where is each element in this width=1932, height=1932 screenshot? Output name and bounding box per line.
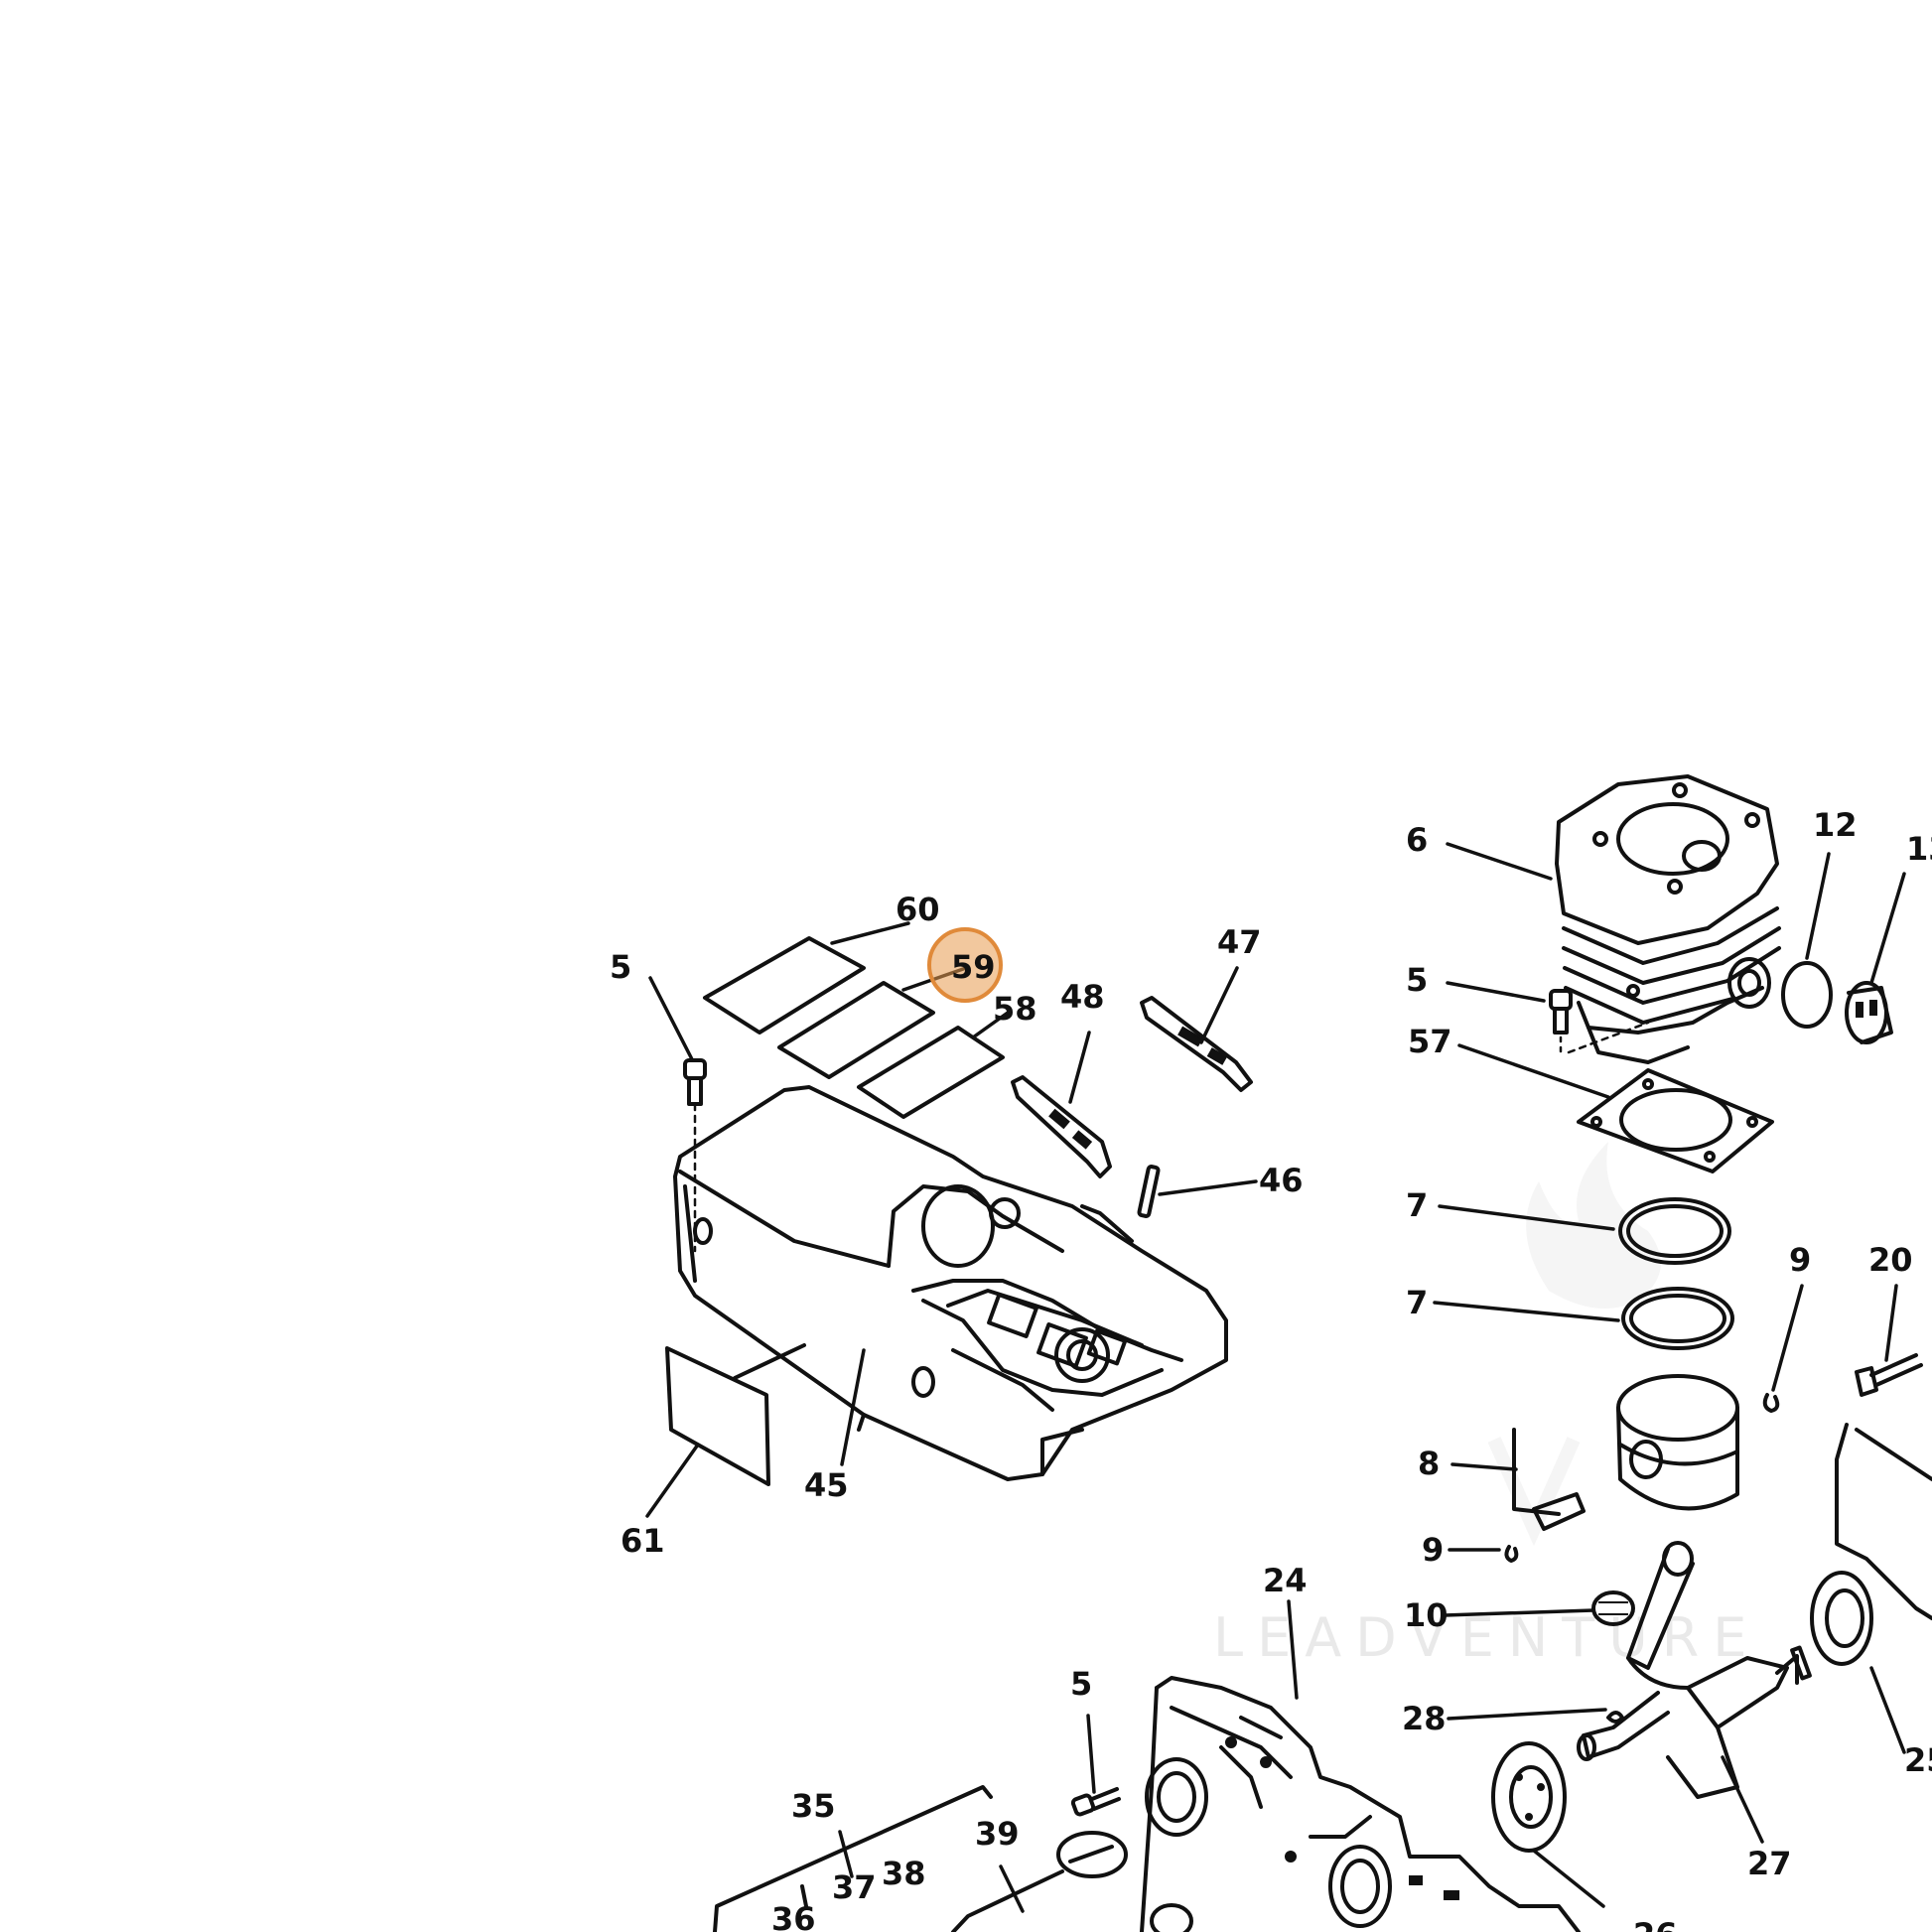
bearing-26	[1491, 1741, 1567, 1853]
callout-5-bottom[interactable]: 5	[1070, 1665, 1092, 1703]
callout-45[interactable]: 45	[804, 1466, 849, 1504]
callout-25[interactable]: 25	[1904, 1741, 1932, 1779]
callout-48[interactable]: 48	[1060, 978, 1105, 1016]
callout-37[interactable]: 37	[832, 1868, 877, 1906]
callout-59[interactable]: 59	[951, 948, 996, 986]
part-13	[1845, 981, 1893, 1044]
gasket-61	[665, 1343, 806, 1486]
callout-7-upper[interactable]: 7	[1406, 1186, 1428, 1224]
screw-5-bottom	[1070, 1787, 1121, 1817]
bracket-46	[1080, 1165, 1161, 1243]
crankshaft-27	[1577, 1541, 1812, 1799]
callout-57[interactable]: 57	[1408, 1023, 1452, 1060]
callout-5-right[interactable]: 5	[1406, 961, 1428, 999]
piston-8	[1512, 1374, 1739, 1531]
gasket-57	[1577, 1068, 1774, 1173]
filter-sheets	[703, 936, 1005, 1119]
oil-cap-39	[951, 1831, 1128, 1932]
bar-48	[1011, 1075, 1112, 1178]
bolt-20	[1855, 1353, 1923, 1397]
callout-38[interactable]: 38	[882, 1855, 926, 1892]
callout-10[interactable]: 10	[1404, 1596, 1449, 1634]
callout-7-lower[interactable]: 7	[1406, 1284, 1428, 1321]
callout-60[interactable]: 60	[896, 891, 940, 928]
callout-5-left[interactable]: 5	[610, 948, 631, 986]
callout-12[interactable]: 12	[1813, 806, 1858, 844]
callout-61[interactable]: 61	[621, 1522, 665, 1560]
o-ring-12	[1781, 961, 1833, 1029]
bearing-10	[1591, 1590, 1635, 1626]
callout-46[interactable]: 46	[1259, 1162, 1304, 1199]
callout-28[interactable]: 28	[1402, 1700, 1447, 1737]
crankcase-right-edge	[1835, 1423, 1932, 1620]
callout-20[interactable]: 20	[1868, 1241, 1913, 1279]
callout-36[interactable]: 36	[771, 1900, 816, 1932]
crankcase-24	[1140, 1676, 1581, 1932]
watermark-text: LEADVENTURE	[1213, 1606, 1760, 1669]
bearing-25	[1810, 1571, 1873, 1666]
callout-13[interactable]: 13	[1906, 830, 1932, 868]
cylinder-6	[1555, 774, 1781, 1064]
callout-6[interactable]: 6	[1406, 821, 1428, 859]
callout-27[interactable]: 27	[1747, 1845, 1792, 1882]
piston-rings-7	[1618, 1197, 1734, 1350]
callout-8[interactable]: 8	[1418, 1445, 1440, 1482]
highlight-marker[interactable]	[927, 927, 1003, 1003]
callout-9-lower[interactable]: 9	[1422, 1531, 1444, 1569]
air-filter-housing	[673, 1085, 1228, 1481]
leader-lines	[645, 842, 1906, 1913]
callout-26[interactable]: 26	[1633, 1916, 1678, 1932]
callout-39[interactable]: 39	[975, 1815, 1020, 1853]
callout-58[interactable]: 58	[993, 990, 1037, 1028]
bar-47	[1140, 996, 1253, 1092]
callout-47[interactable]: 47	[1217, 923, 1262, 961]
screw-5-right	[1549, 989, 1650, 1054]
clips-9	[1504, 1393, 1780, 1563]
callout-35[interactable]: 35	[791, 1787, 836, 1825]
callout-24[interactable]: 24	[1263, 1562, 1308, 1599]
key-28	[1606, 1711, 1624, 1724]
callout-labels: 60 59 58 5 48 47 46 45 61 6 12 13 5 57 7…	[610, 806, 1932, 1932]
tank-35	[713, 1785, 993, 1932]
callout-9-upper[interactable]: 9	[1789, 1241, 1811, 1279]
